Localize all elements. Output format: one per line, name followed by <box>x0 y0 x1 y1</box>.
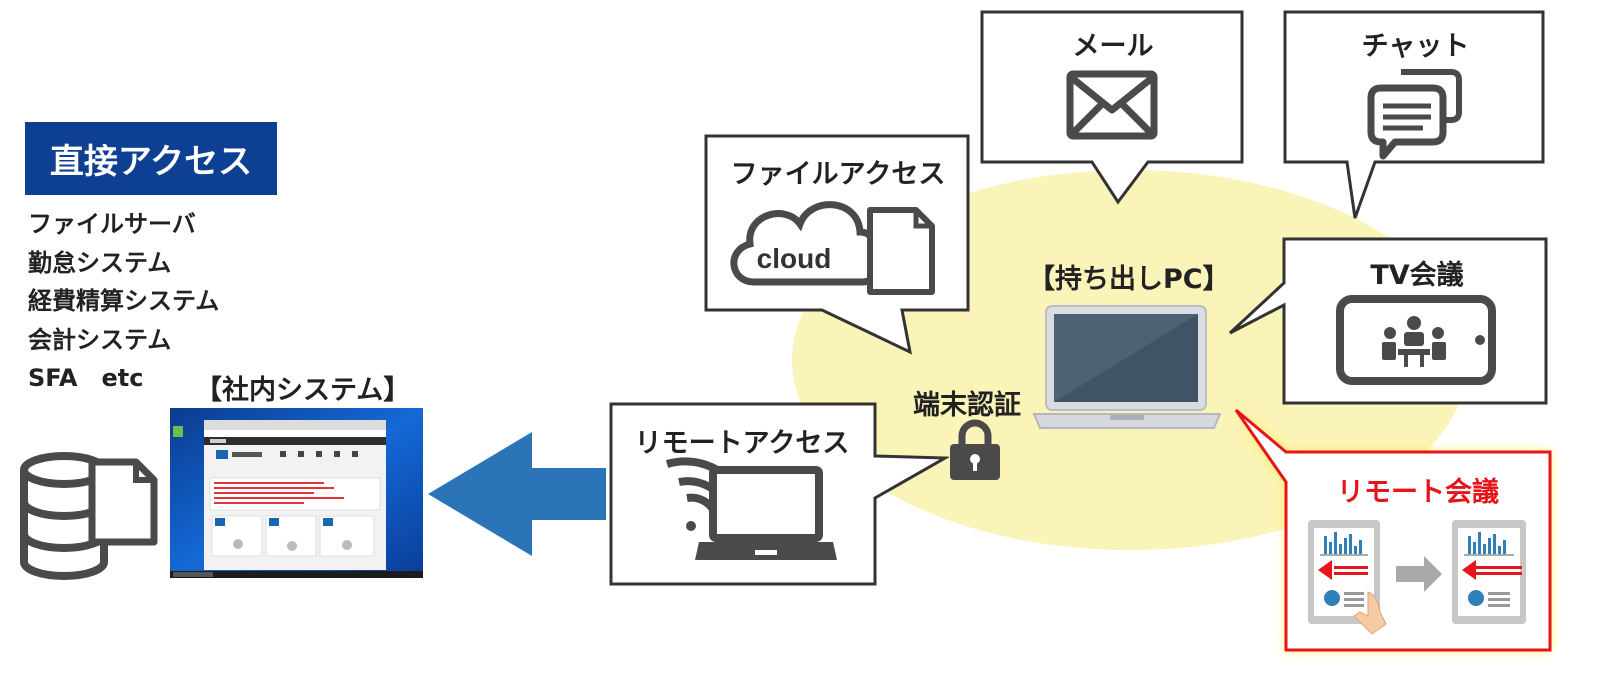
file-access-bubble: cloud <box>704 134 970 355</box>
tv-meeting-bubble <box>1228 237 1548 405</box>
file-icon <box>867 207 935 295</box>
chat-icon <box>1367 69 1462 160</box>
gray-right-arrow-icon <box>1396 556 1442 592</box>
remote-laptop-icon <box>695 466 837 560</box>
chat-label: チャット <box>1361 31 1470 62</box>
remote-meeting-bubble <box>1234 408 1552 652</box>
laptop-label: 【持ち出しPC】 <box>1028 264 1230 295</box>
direct-access-label: 直接アクセス <box>25 122 277 195</box>
tablet-before-icon <box>1308 520 1387 635</box>
lock-icon <box>950 419 1000 480</box>
system-list-item: ファイルサーバ <box>28 210 196 238</box>
tv-meeting-label: TV会議 <box>1370 260 1464 291</box>
left-arrow <box>428 432 606 556</box>
database-icon <box>20 452 158 580</box>
system-list-item: 経費精算システム <box>28 287 220 315</box>
cloud-text: cloud <box>757 243 832 274</box>
tablet-after-icon <box>1452 520 1526 624</box>
mail-icon <box>1066 70 1158 140</box>
mail-bubble <box>980 10 1244 205</box>
desktop-screenshot <box>170 408 423 578</box>
system-list-item: SFA etc <box>28 364 144 392</box>
internal-system-label: 【社内システム】 <box>195 375 411 406</box>
remote-access-bubble <box>609 402 949 586</box>
system-list: ファイルサーバ 勤怠システム 経費精算システム 会計システム SFA etc <box>28 205 219 398</box>
laptop-icon <box>1032 305 1222 429</box>
file-access-label: ファイルアクセス <box>730 159 946 190</box>
chat-bubble <box>1283 10 1545 219</box>
document-icon <box>88 458 158 546</box>
system-list-item: 会計システム <box>28 325 172 354</box>
remote-access-label: リモートアクセス <box>634 428 850 459</box>
tablet-meeting-icon <box>1336 295 1496 385</box>
terminal-auth-label: 端末認証 <box>913 390 1021 421</box>
cloud-icon: cloud <box>730 201 885 286</box>
remote-meeting-label: リモート会議 <box>1337 477 1499 508</box>
mail-label: メール <box>1072 31 1154 62</box>
system-list-item: 勤怠システム <box>28 248 172 277</box>
